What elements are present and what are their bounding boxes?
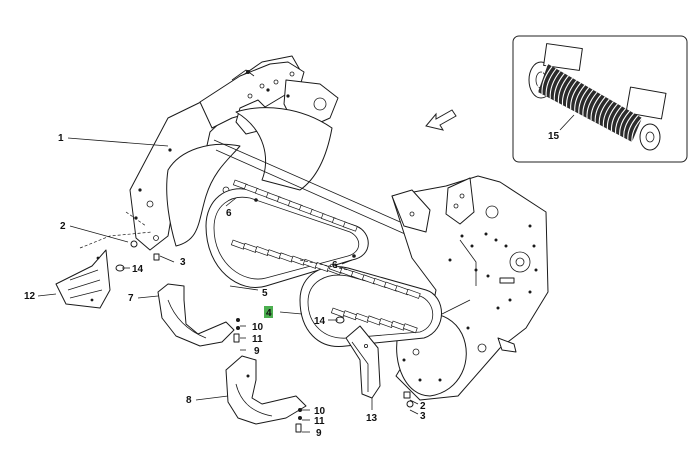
part-13-bracket <box>345 325 381 399</box>
roller-drawing <box>528 43 667 151</box>
callout-3-right: 3 <box>420 411 426 422</box>
coil-line <box>578 87 590 114</box>
callout-8: 8 <box>186 395 192 406</box>
coil-line <box>553 73 565 101</box>
belt-slat <box>402 323 418 334</box>
frame-hole <box>418 378 422 382</box>
leader-lines <box>37 137 419 433</box>
belt-slat <box>342 221 358 232</box>
frame-hole <box>494 238 498 242</box>
coil-line <box>615 108 627 134</box>
coil-line <box>537 63 549 93</box>
coil-line <box>565 80 578 108</box>
coil-line <box>545 68 557 97</box>
frame-hole <box>466 326 470 330</box>
frame-hole <box>528 224 532 228</box>
callout-labels: 1 2 3 14 12 7 6 6 5 4 14 10 11 9 8 10 11… <box>24 133 426 439</box>
direction-arrow-icon <box>425 109 457 131</box>
coil-line <box>574 84 586 112</box>
coil-line <box>590 94 602 121</box>
part-8-guard <box>225 355 307 425</box>
frame-hole <box>532 244 536 248</box>
callout-2-right: 2 <box>420 401 426 412</box>
feeder-belt <box>205 179 442 347</box>
part-7-guard <box>157 283 235 347</box>
callout-15: 15 <box>548 131 560 142</box>
frame-hole <box>504 244 508 248</box>
roller-assembly-inset: 15 <box>512 35 688 163</box>
coil-line <box>598 98 610 125</box>
coil-line <box>606 103 618 130</box>
callout-6-lower: 6 <box>332 260 338 271</box>
coil-line <box>619 110 631 136</box>
coil-line <box>623 112 635 138</box>
frame-hole <box>534 268 538 272</box>
frame-hole <box>448 258 452 262</box>
frame-hole <box>484 232 488 236</box>
callout-1: 1 <box>58 133 64 144</box>
coil-line <box>541 66 553 95</box>
coil-line <box>586 91 598 119</box>
callout-2: 2 <box>60 221 66 232</box>
coil-line <box>549 70 561 99</box>
coil-line <box>582 89 594 116</box>
callout-4-highlight <box>264 306 273 318</box>
callout-14: 14 <box>132 264 144 275</box>
coil-line <box>602 101 614 127</box>
callout-13: 13 <box>366 413 378 424</box>
belt-slat <box>405 288 421 299</box>
callout-5: 5 <box>262 288 268 299</box>
callout-6-upper: 6 <box>226 208 232 219</box>
callout-9-upper: 9 <box>254 346 260 357</box>
frame-hole <box>486 274 490 278</box>
coil-line <box>557 75 569 103</box>
coil-line <box>631 117 643 143</box>
coil-line <box>594 96 606 123</box>
frame-hole <box>402 358 406 362</box>
frame-hole <box>470 244 474 248</box>
frame-hole <box>528 290 532 294</box>
coil-line <box>570 82 582 110</box>
part-12-cover <box>55 249 111 309</box>
coil-line <box>627 115 639 140</box>
callout-9-lower: 9 <box>316 428 322 439</box>
callout-3: 3 <box>180 257 186 268</box>
frame-hole <box>438 378 442 382</box>
callout-4: 4 <box>266 308 272 319</box>
callout-10-lower: 10 <box>314 406 326 417</box>
callout-11-upper: 11 <box>252 334 263 345</box>
left-side-frame <box>129 55 433 251</box>
frame-hole <box>508 298 512 302</box>
coil-line <box>561 77 573 106</box>
callout-7: 7 <box>128 293 134 304</box>
right-side-frame <box>391 175 549 401</box>
coil-line <box>610 105 622 132</box>
frame-hole <box>460 234 464 238</box>
callout-12: 12 <box>24 291 36 302</box>
callout-14-right: 14 <box>314 316 326 327</box>
frame-hole <box>496 306 500 310</box>
fasteners <box>115 198 414 433</box>
callout-10-upper: 10 <box>252 322 264 333</box>
callout-11-lower: 11 <box>314 416 325 427</box>
